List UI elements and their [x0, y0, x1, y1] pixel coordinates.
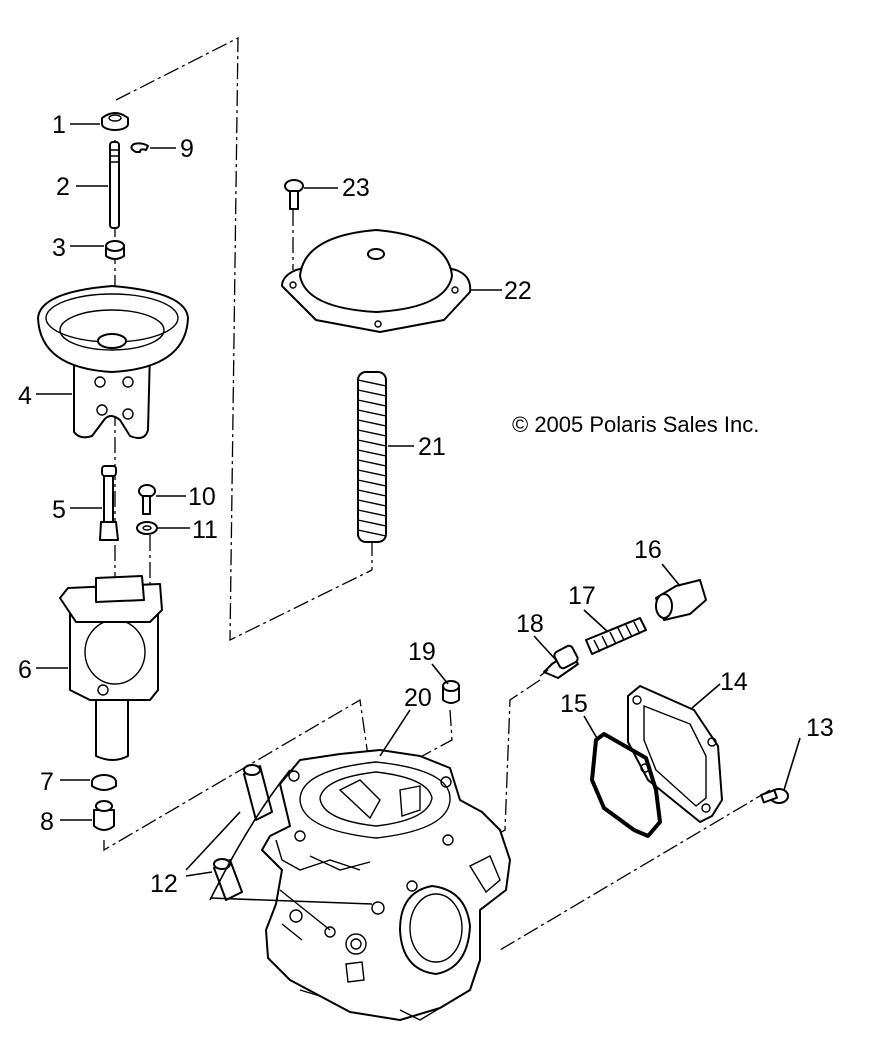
callout-10: 10	[188, 483, 216, 511]
callout-14: 14	[720, 668, 748, 696]
callout-6: 6	[18, 656, 32, 684]
part-19-pilot-jet	[442, 680, 460, 704]
callout-20: 20	[404, 684, 432, 712]
callout-17: 17	[568, 582, 596, 610]
part-3-spacer	[105, 240, 125, 260]
part-21-slide-spring	[357, 371, 387, 543]
callout-16: 16	[634, 536, 662, 564]
leader-lines	[36, 123, 801, 905]
callout-8: 8	[40, 808, 54, 836]
callout-13: 13	[806, 714, 834, 742]
part-16-starter-plug	[655, 579, 707, 621]
callout-19: 19	[408, 638, 436, 666]
part-7-washer	[91, 774, 117, 791]
callout-21: 21	[418, 433, 446, 461]
callout-1: 1	[52, 111, 66, 139]
part-14-float-chamber-cover	[627, 685, 723, 823]
callout-18: 18	[516, 610, 544, 638]
callout-15: 15	[560, 690, 588, 718]
part-23-cover-screw	[284, 179, 304, 210]
callout-2: 2	[56, 173, 70, 201]
part-1-nut	[101, 112, 129, 131]
part-5-needle-jet	[99, 465, 119, 541]
callout-11: 11	[192, 516, 218, 544]
callout-7: 7	[40, 768, 54, 796]
part-10-screw	[138, 484, 156, 515]
callout-4: 4	[18, 382, 32, 410]
part-9-e-clip	[130, 142, 149, 153]
callout-labels: 1 2 3 4 5 6 7 8 9 10 11 12 13 14 15 16 1…	[18, 111, 834, 898]
part-13-screw	[760, 788, 789, 804]
part-8-main-jet	[93, 800, 115, 831]
part-22-carb-top-cover	[281, 229, 472, 333]
part-2-jet-needle	[109, 141, 120, 229]
callout-23: 23	[342, 174, 370, 202]
callout-3: 3	[52, 234, 66, 262]
part-12-plugs	[213, 764, 273, 901]
part-4-diaphragm-slide	[37, 285, 189, 439]
part-17-plunger-spring	[585, 617, 647, 655]
callout-22: 22	[504, 277, 532, 305]
part-11-lock-washer	[136, 521, 158, 535]
part-6-throttle-slide-holder	[59, 575, 163, 761]
part-15-o-ring	[590, 732, 662, 838]
callout-9: 9	[180, 135, 194, 163]
carburetor-body	[261, 749, 511, 1021]
callout-12: 12	[150, 870, 178, 898]
part-18-starter-plunger	[539, 644, 579, 679]
copyright-notice: © 2005 Polaris Sales Inc.	[512, 412, 759, 437]
callout-5: 5	[52, 496, 66, 524]
